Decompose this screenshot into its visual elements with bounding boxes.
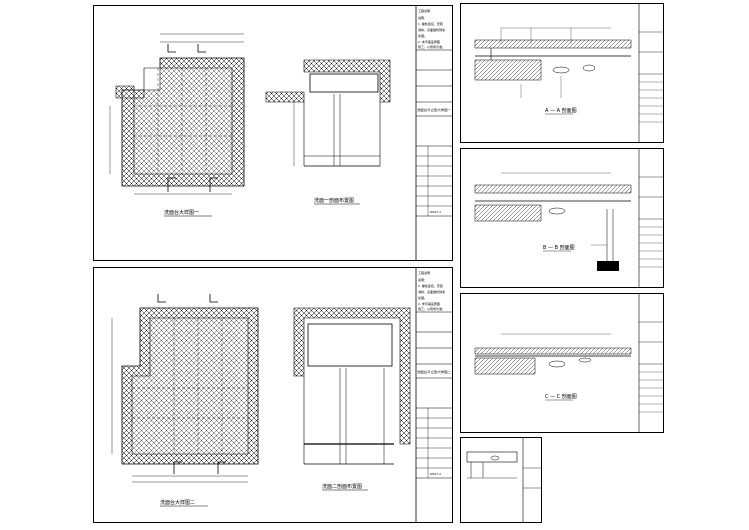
- sheet-number: DS07-2: [430, 472, 441, 476]
- drawing-sheet-1: 洗面台大样图一 洗面一剖面布置图: [93, 5, 453, 261]
- title-block: [638, 149, 663, 287]
- sheet-number: DS07-1: [430, 210, 441, 214]
- title-block-note: 施工，以现场为准。: [418, 44, 445, 49]
- drawing-sheet-3: A — A 剖面图: [460, 3, 664, 143]
- drawing-sheet-6: [460, 437, 542, 523]
- section-view: [293, 307, 411, 465]
- title-block-note: 满焊，表面做防锈漆: [418, 27, 445, 32]
- section-view: [265, 59, 391, 167]
- title-block-note: 满焊，表面做防锈漆: [418, 289, 445, 294]
- title-block-note: 处理。: [418, 295, 427, 300]
- section-detail: [474, 27, 632, 98]
- title-block-heading: 工程说明: [418, 8, 430, 13]
- plan-view: [111, 294, 259, 483]
- title-block-note: 2. 未尽事宜按图: [418, 39, 440, 44]
- section-caption: B — B 剖面图: [543, 244, 575, 251]
- drawing-sheet-2: 洗面台大样图二 洗面二剖面布置图: [93, 267, 453, 523]
- detail-drawing: [466, 438, 541, 522]
- title-block: [638, 4, 663, 142]
- drawing-name: 洗面台平立剖大样图一: [417, 107, 451, 112]
- title-block: 工程说明 说明： 1. 螺栓连接，安装 满焊，表面做防锈漆 处理。 2. 未尽事…: [415, 268, 452, 522]
- section-detail: [474, 333, 632, 375]
- section-caption: A — A 剖面图: [545, 107, 577, 114]
- title-block-note: 2. 未尽事宜按图: [418, 301, 440, 306]
- title-block-note: 说明：: [418, 15, 427, 20]
- plan-caption: 洗面台大样图二: [160, 499, 195, 506]
- drawing-name: 洗面台平立剖大样图二: [417, 369, 451, 374]
- title-block-note: 1. 螺栓连接，安装: [418, 283, 443, 288]
- plan-caption: 洗面台大样图一: [164, 209, 199, 216]
- title-block-heading: 工程说明: [418, 270, 430, 275]
- section-caption: 洗面二剖面布置图: [322, 483, 362, 490]
- drawing-sheet-4: B — B 剖面图: [460, 148, 664, 288]
- title-block: [638, 294, 663, 432]
- drawing-sheet-5: C — C 剖面图: [460, 293, 664, 433]
- title-block: 工程说明 说明： 1. 螺栓连接，安装 满焊，表面做防锈漆 处理。 2. 未尽事…: [415, 6, 452, 260]
- plan-view: [109, 33, 245, 195]
- title-block-note: 1. 螺栓连接，安装: [418, 21, 443, 26]
- title-block-note: 施工，以现场为准。: [418, 306, 445, 311]
- title-block-note: 说明：: [418, 277, 427, 282]
- section-detail: [474, 172, 632, 271]
- section-caption: 洗面一剖面布置图: [314, 197, 354, 204]
- title-block-note: 处理。: [418, 33, 427, 38]
- section-caption: C — C 剖面图: [545, 393, 577, 400]
